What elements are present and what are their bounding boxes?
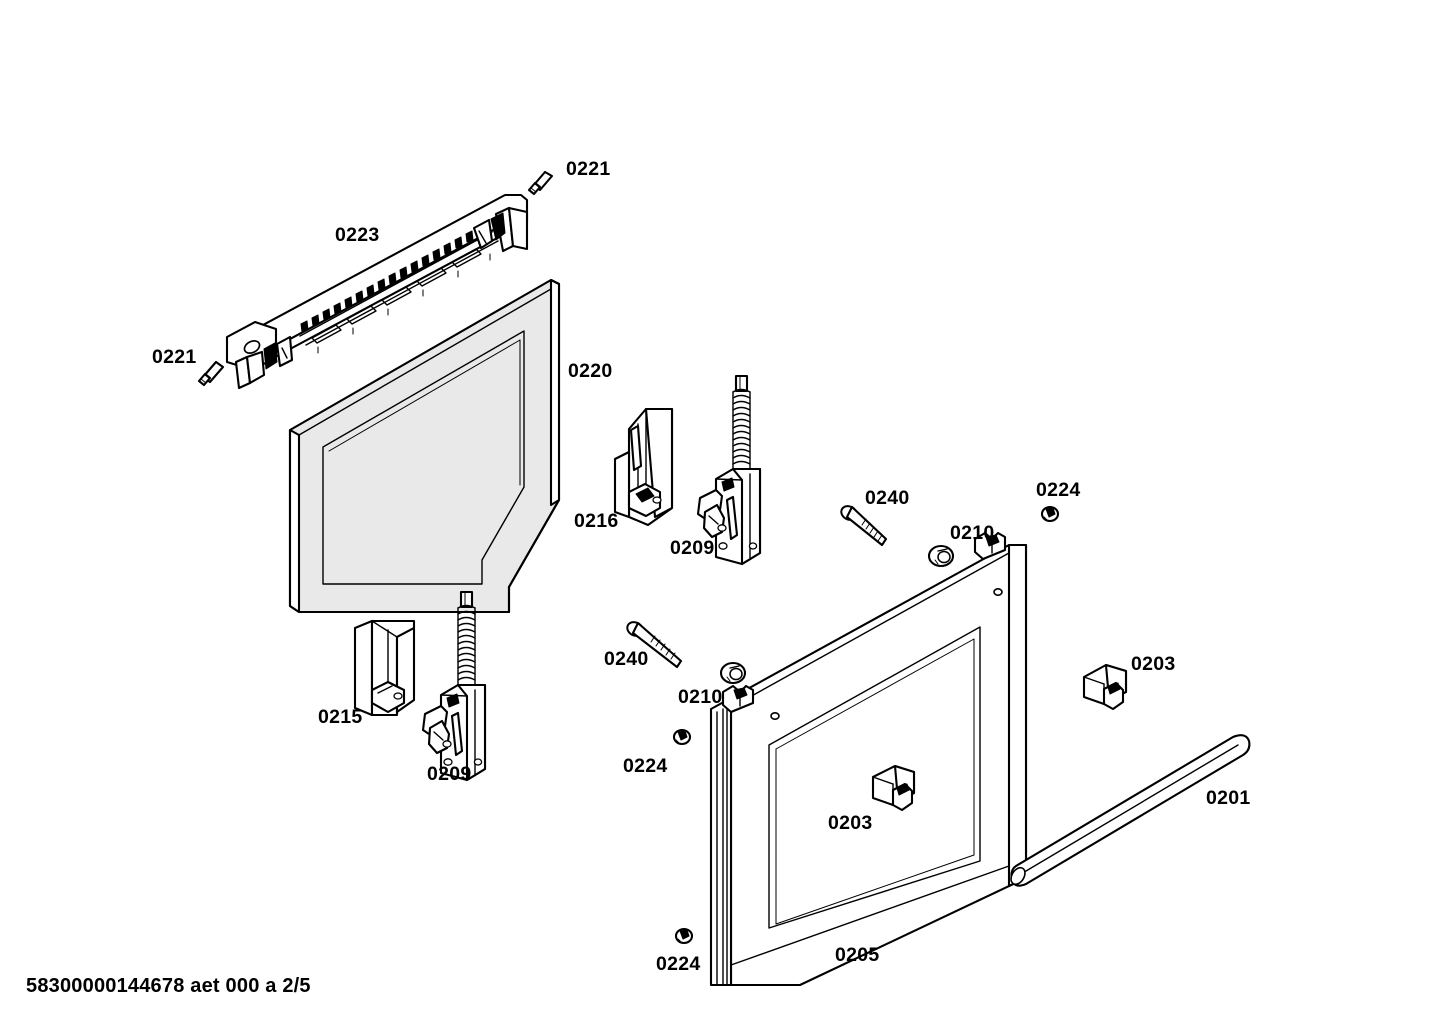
callout-0216: 0216 — [574, 510, 619, 532]
part-0203-retaining-clip — [1082, 663, 1128, 711]
part-0224-small-nut-top — [1040, 505, 1060, 523]
callout-0221-left: 0221 — [152, 346, 197, 368]
callout-0203-door: 0203 — [828, 812, 873, 834]
part-0215-hinge-bracket-lower — [353, 619, 416, 717]
part-0240-long-screw-upper — [840, 505, 888, 547]
callout-0209-top: 0209 — [670, 537, 715, 559]
part-0203-retaining-clip-on-door — [871, 764, 916, 812]
part-0240-long-screw-lower — [626, 621, 683, 669]
callout-0221-top: 0221 — [566, 158, 611, 180]
callout-0203-right: 0203 — [1131, 653, 1176, 675]
callout-0210-top: 0210 — [950, 522, 995, 544]
callout-0224-top: 0224 — [1036, 479, 1081, 501]
drawing-footer-text: 58300000144678 aet 000 a 2/5 — [26, 975, 311, 997]
callout-0223: 0223 — [335, 224, 380, 246]
callout-0220: 0220 — [568, 360, 613, 382]
callout-0201: 0201 — [1206, 787, 1251, 809]
part-0210-bushing-upper — [927, 544, 955, 568]
part-0216-hinge-bracket-upper — [613, 407, 674, 527]
part-0224-small-nut-bottom — [674, 927, 694, 945]
callout-0215: 0215 — [318, 706, 363, 728]
part-0221-screw-pin-top — [527, 170, 554, 196]
part-0220-inner-glass-panel — [288, 278, 561, 614]
part-0201-door-handle-bar — [1010, 734, 1251, 887]
part-0209-door-hinge-lower — [421, 590, 487, 782]
part-0221-screw-pin-left — [197, 360, 225, 387]
callout-0210-bottom: 0210 — [678, 686, 723, 708]
callout-0224-mid: 0224 — [623, 755, 668, 777]
callout-0224-bottom: 0224 — [656, 953, 701, 975]
callout-0205: 0205 — [835, 944, 880, 966]
callout-0240-bottom: 0240 — [604, 648, 649, 670]
callout-0209-bottom: 0209 — [427, 763, 472, 785]
part-0224-small-nut-middle — [672, 728, 692, 746]
part-0209-door-hinge-upper — [696, 374, 762, 566]
part-0223-door-trim-strip — [225, 193, 529, 390]
part-0205-outer-door-panel — [709, 531, 1028, 987]
part-0210-bushing-lower — [719, 661, 747, 685]
callout-0240-top: 0240 — [865, 487, 910, 509]
